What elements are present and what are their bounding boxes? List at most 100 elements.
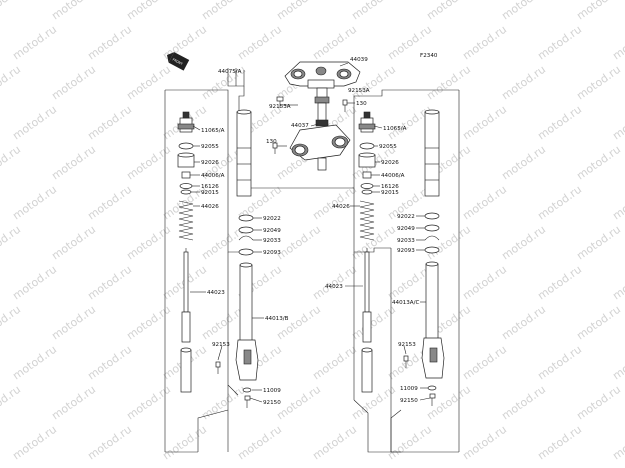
watermark-text: motod.ru	[0, 303, 23, 343]
watermark-text: motod.ru	[385, 423, 434, 463]
watermark-text: motod.ru	[85, 183, 134, 223]
label-92150-right: 92150	[400, 398, 418, 404]
watermark-text: motod.ru	[535, 103, 584, 143]
watermark-text: motod.ru	[535, 23, 584, 63]
watermark-text: motod.ru	[49, 223, 98, 263]
front-arrow-icon: FRONT	[166, 52, 190, 71]
front-badge-text: FRONT	[172, 57, 184, 66]
watermark-text: motod.ru	[10, 343, 59, 383]
watermark-text: motod.ru	[85, 423, 134, 463]
watermark-text: motod.ru	[310, 263, 359, 303]
watermark-text: motod.ru	[10, 103, 59, 143]
watermark-text: motod.ru	[10, 183, 59, 223]
watermark-text: motod.ru	[235, 23, 284, 63]
label-92049-right: 92049	[397, 226, 415, 232]
watermark-text: motod.ru	[0, 63, 23, 103]
watermark-text: motod.ru	[574, 0, 623, 22]
watermark-text: motod.ru	[85, 343, 134, 383]
watermark-text: motod.ru	[349, 0, 398, 22]
watermark-text: motod.ru	[535, 423, 584, 463]
label-92153a-left: 92153A	[269, 104, 291, 110]
label-130-right: 130	[356, 101, 367, 107]
watermark-text: motod.ru	[235, 423, 284, 463]
watermark-text: motod.ru	[574, 303, 623, 343]
watermark-text: motod.ru	[49, 143, 98, 183]
watermark-text: motod.ru	[460, 343, 509, 383]
label-44075: 44075/A	[218, 69, 242, 75]
watermark-text: motod.ru	[424, 0, 473, 22]
watermark-text: motod.ru	[499, 63, 548, 103]
label-92015-right: 92015	[381, 190, 399, 196]
label-11065-right: 11065/A	[383, 126, 407, 132]
watermark-text: motod.ru	[0, 143, 23, 183]
watermark-text: motod.ru	[610, 183, 625, 223]
label-92150-left: 92150	[263, 400, 281, 406]
label-92026-right: 92026	[381, 160, 399, 166]
watermark-text: motod.ru	[535, 343, 584, 383]
label-92055-right: 92055	[379, 144, 397, 150]
watermark-text: motod.ru	[610, 103, 625, 143]
watermark-text: motod.ru	[199, 0, 248, 22]
watermark-text: motod.ru	[49, 383, 98, 423]
watermark-text: motod.ru	[460, 183, 509, 223]
label-130-left: 130	[266, 139, 277, 145]
watermark-text: motod.ru	[10, 263, 59, 303]
label-44023-left: 44023	[207, 290, 225, 296]
label-44026-left: 44026	[201, 204, 219, 210]
group-lines	[164, 68, 460, 453]
watermark-text: motod.ru	[535, 183, 584, 223]
watermark-text: motod.ru	[610, 343, 625, 383]
label-44037: 44037	[291, 123, 309, 129]
watermark-text: motod.ru	[124, 223, 173, 263]
leader-lines-top	[277, 62, 355, 147]
label-16126-left: 16126	[201, 184, 219, 190]
watermark-text: motod.ru	[0, 0, 23, 22]
label-44026-right: 44026	[332, 204, 350, 210]
watermark-text: motod.ru	[199, 383, 248, 423]
left-spring-icon	[178, 200, 194, 241]
label-92153-left: 92153	[212, 342, 230, 348]
figure-code: F2340	[420, 53, 438, 59]
watermark-text: motod.ru	[499, 143, 548, 183]
watermark-text: motod.ru	[460, 23, 509, 63]
watermark-text: motod.ru	[310, 183, 359, 223]
label-92033-right: 92033	[397, 238, 415, 244]
watermark-text: motod.ru	[574, 383, 623, 423]
watermark-text: motod.ru	[460, 103, 509, 143]
label-11009-right: 11009	[400, 386, 418, 392]
label-92153-right: 92153	[398, 342, 416, 348]
watermark-text: motod.ru	[499, 303, 548, 343]
watermark-text: motod.ru	[574, 63, 623, 103]
label-92015-left: 92015	[201, 190, 219, 196]
watermark-text: motod.ru	[124, 303, 173, 343]
watermark-text: motod.ru	[574, 143, 623, 183]
watermark-text: motod.ru	[535, 263, 584, 303]
watermark-text: motod.ru	[499, 383, 548, 423]
label-92022-left: 92022	[263, 216, 281, 222]
upper-triple-clamp	[284, 61, 361, 89]
label-11065-left: 11065/A	[201, 128, 225, 134]
label-44013b: 44013/B	[265, 316, 289, 322]
watermark-text: motod.ru	[124, 0, 173, 22]
steering-stem	[289, 87, 351, 171]
watermark-text: motod.ru	[274, 223, 323, 263]
right-spring-icon	[359, 200, 375, 241]
label-92026-left: 92026	[201, 160, 219, 166]
watermark-text: motod.ru	[574, 223, 623, 263]
bolt-icon	[272, 96, 348, 154]
watermark-text: motod.ru	[49, 303, 98, 343]
watermark-text: motod.ru	[610, 23, 625, 63]
watermark-text: motod.ru	[274, 0, 323, 22]
watermark-text: motod.ru	[310, 343, 359, 383]
label-92049-left: 92049	[263, 228, 281, 234]
watermark-text: motod.ru	[85, 263, 134, 303]
label-44006-left: 44006/A	[201, 173, 225, 179]
label-92093-left: 92093	[263, 250, 281, 256]
watermark-text: motod.ru	[124, 63, 173, 103]
label-92033-left: 92033	[263, 238, 281, 244]
watermark-text: motod.ru	[0, 223, 23, 263]
watermark-text: motod.ru	[49, 0, 98, 22]
watermark-text: motod.ru	[274, 303, 323, 343]
label-16126-right: 16126	[381, 184, 399, 190]
watermark-text: motod.ru	[10, 23, 59, 63]
